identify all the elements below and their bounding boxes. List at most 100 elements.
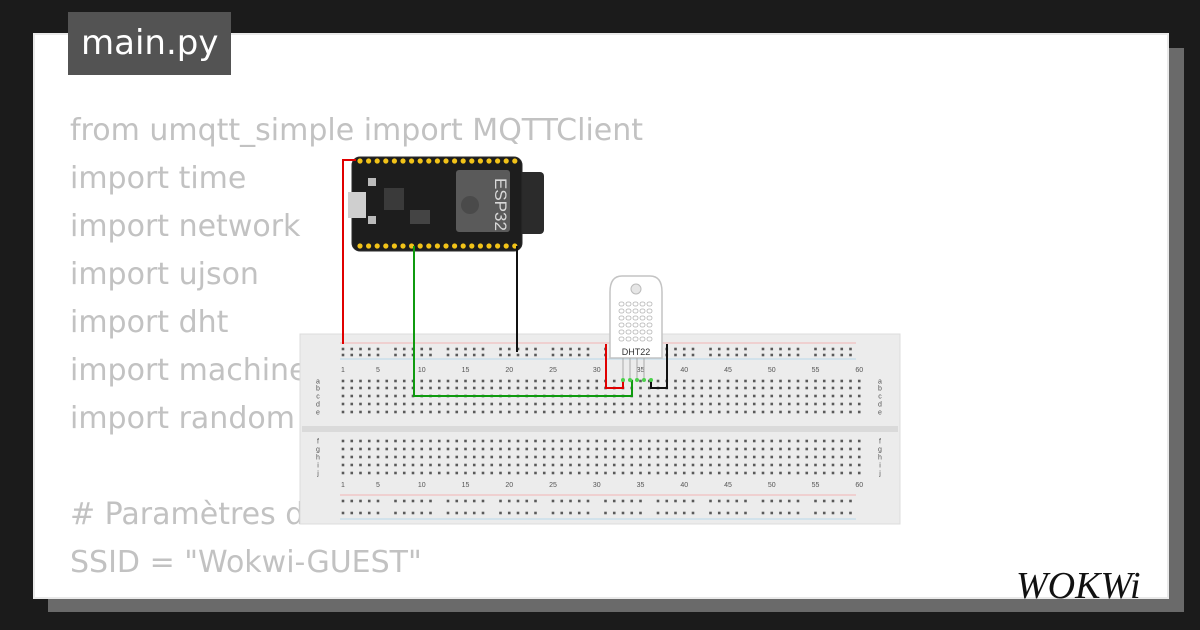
hole xyxy=(647,394,651,398)
hole xyxy=(761,410,765,414)
hole xyxy=(551,386,555,390)
hole xyxy=(569,347,572,351)
hole xyxy=(717,379,721,383)
hole xyxy=(814,347,817,351)
hole xyxy=(700,402,704,406)
hole xyxy=(542,402,546,406)
hole xyxy=(376,353,380,357)
hole xyxy=(359,410,362,414)
code-line: import network xyxy=(70,209,301,244)
reset-button[interactable] xyxy=(368,178,376,186)
hole xyxy=(796,455,800,459)
esp32-pin xyxy=(357,158,363,164)
hole xyxy=(735,402,739,406)
hole xyxy=(446,379,450,383)
hole xyxy=(411,455,415,459)
hole xyxy=(341,394,345,398)
hole xyxy=(639,471,642,475)
hole xyxy=(429,439,432,443)
hole xyxy=(621,511,625,515)
hole xyxy=(761,447,765,451)
hole xyxy=(525,353,529,357)
code-line: from umqtt_simple import MQTTClient xyxy=(70,113,644,148)
hole xyxy=(429,386,432,390)
hole xyxy=(446,353,450,357)
hole xyxy=(744,402,747,406)
hole xyxy=(796,402,800,406)
data-wire[interactable] xyxy=(413,246,633,397)
hole xyxy=(472,402,476,406)
hole xyxy=(752,455,756,459)
hole xyxy=(822,394,826,398)
hole xyxy=(639,455,642,459)
column-number: 30 xyxy=(593,482,601,489)
vent-slot xyxy=(639,322,646,328)
code-editor[interactable]: from umqtt_simple import MQTTClient impo… xyxy=(70,107,644,597)
hole xyxy=(857,402,861,406)
hole xyxy=(674,347,677,351)
hole xyxy=(735,379,739,383)
hole xyxy=(446,386,450,390)
hole xyxy=(761,499,765,503)
hole xyxy=(796,471,800,475)
sensor-power-wire[interactable] xyxy=(605,344,624,389)
hole xyxy=(805,471,809,475)
hole xyxy=(499,353,502,357)
hole xyxy=(621,471,625,475)
hole xyxy=(752,471,756,475)
hole xyxy=(429,471,432,475)
hole xyxy=(490,379,494,383)
hole xyxy=(805,402,809,406)
esp32-board[interactable]: ESP32 xyxy=(348,156,544,252)
esp32-pin xyxy=(512,158,518,164)
hole xyxy=(525,379,529,383)
hole xyxy=(691,447,695,451)
hole xyxy=(394,394,397,398)
hole xyxy=(472,386,476,390)
esp32-module xyxy=(456,170,510,232)
hole xyxy=(682,386,686,390)
hole xyxy=(586,410,590,414)
hole xyxy=(639,410,642,414)
dht22-sensor[interactable]: DHT22 xyxy=(609,275,663,378)
hole xyxy=(499,499,502,503)
hole xyxy=(857,455,861,459)
hole xyxy=(735,386,739,390)
hole xyxy=(402,455,406,459)
usb-port xyxy=(348,192,366,218)
row-letter: h xyxy=(316,455,320,462)
hole xyxy=(612,410,616,414)
hole xyxy=(341,455,345,459)
hole xyxy=(744,439,747,443)
power-wire[interactable] xyxy=(342,159,356,344)
hole xyxy=(569,379,572,383)
hole xyxy=(411,439,415,443)
esp32-pin xyxy=(426,158,432,164)
file-tab[interactable]: main.py xyxy=(68,12,232,75)
hole xyxy=(770,471,774,475)
hole xyxy=(805,379,809,383)
hole xyxy=(691,379,695,383)
hole xyxy=(402,386,406,390)
hole xyxy=(612,379,616,383)
hole xyxy=(534,347,537,351)
hole xyxy=(700,455,704,459)
esp32-pin xyxy=(443,243,449,249)
hole xyxy=(411,511,415,515)
esp32-pin xyxy=(486,158,492,164)
hole xyxy=(516,410,520,414)
hole xyxy=(586,439,590,443)
hole xyxy=(674,410,677,414)
hole xyxy=(595,455,599,459)
boot-button[interactable] xyxy=(368,216,376,224)
hole xyxy=(717,511,721,515)
breadboard[interactable]: 1155101015152020252530303535404045455050… xyxy=(299,333,901,525)
sensor-ground-wire[interactable] xyxy=(650,344,668,389)
hole xyxy=(385,394,389,398)
hole xyxy=(849,394,852,398)
hole xyxy=(595,402,599,406)
hole xyxy=(822,499,826,503)
hole xyxy=(612,447,616,451)
hole xyxy=(394,463,397,467)
hole xyxy=(420,499,424,503)
